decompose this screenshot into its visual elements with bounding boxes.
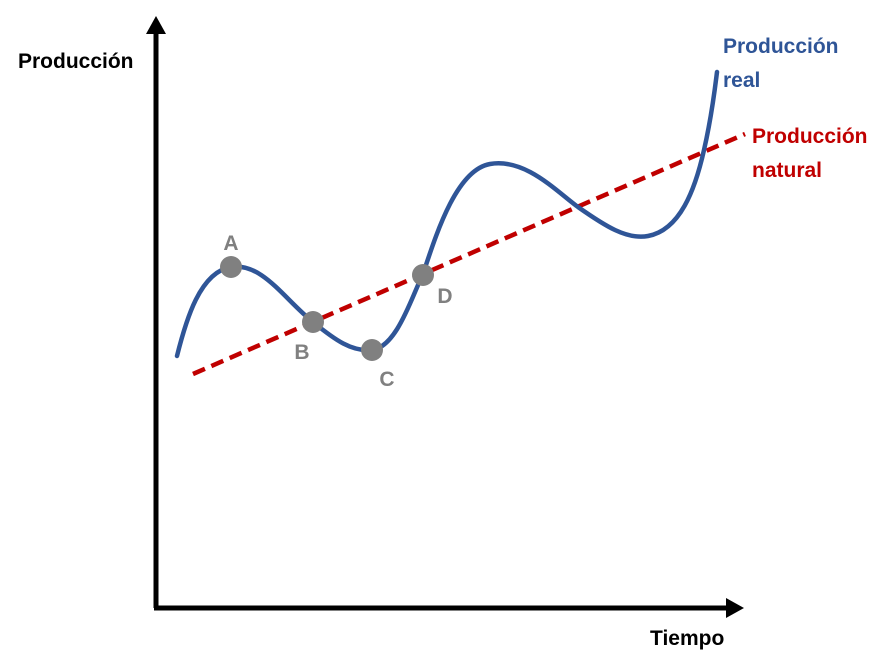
series-label-natural-line1: Producción <box>752 125 868 148</box>
point-b-marker <box>302 311 324 333</box>
series-line-real <box>174 69 720 359</box>
point-d-label: D <box>437 285 452 308</box>
point-c-label: C <box>379 368 394 391</box>
series-label-real-line1: Producción <box>723 35 839 58</box>
series-label-real-line2: real <box>723 69 760 92</box>
point-b-label: B <box>294 341 309 364</box>
y-axis-label: Producción <box>18 50 134 73</box>
series-line-natural <box>192 131 746 377</box>
y-axis-arrow <box>146 16 166 34</box>
point-c-marker <box>361 339 383 361</box>
series-label-natural-line2: natural <box>752 159 822 182</box>
point-d-marker <box>412 264 434 286</box>
x-axis-arrow <box>726 598 744 618</box>
point-a-marker <box>220 256 242 278</box>
point-a-label: A <box>223 232 238 255</box>
x-axis-label: Tiempo <box>650 627 724 650</box>
